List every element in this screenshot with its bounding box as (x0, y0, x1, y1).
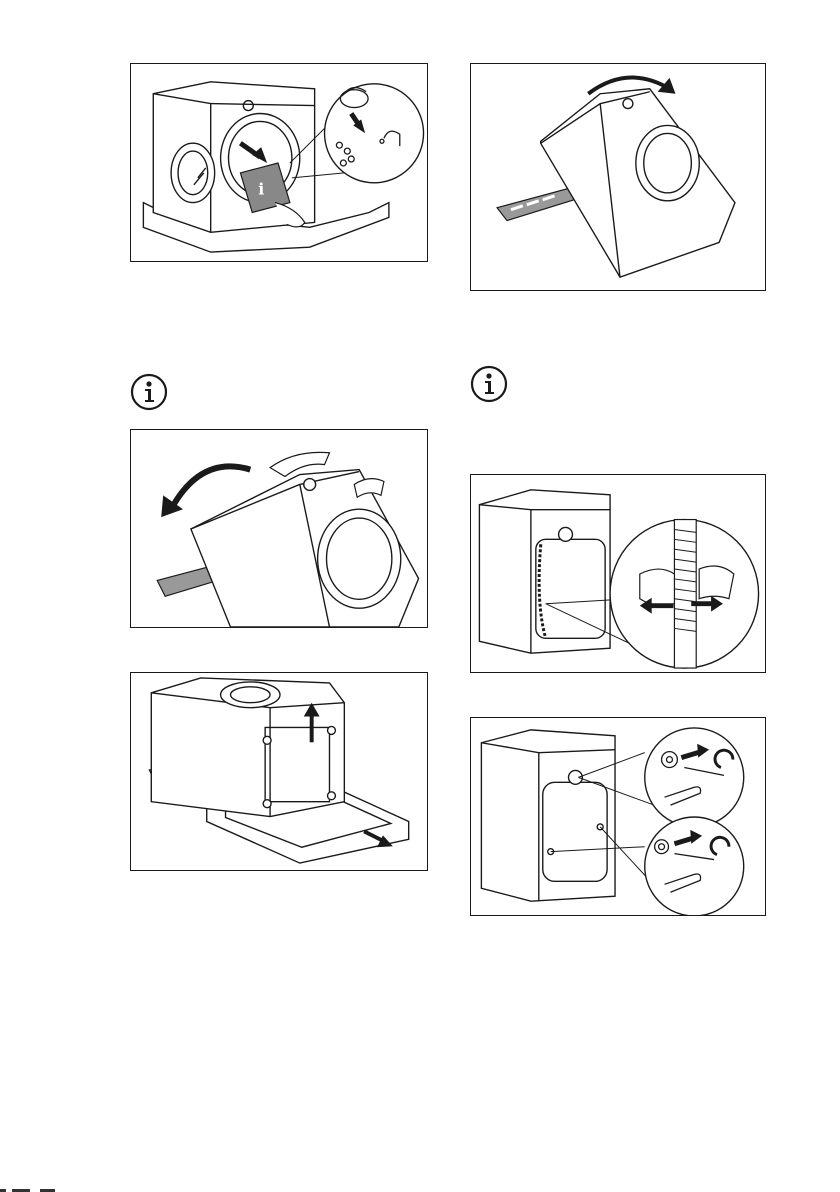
washing-machine-lifted-base (131, 673, 427, 870)
info-icon (130, 373, 168, 411)
illustration-hose-clamps (470, 474, 766, 673)
washing-machine-back-bolts (471, 718, 765, 915)
washing-machine-back-hose (471, 475, 765, 672)
illustration-remove-base (130, 672, 428, 871)
illustration-tilt-back (470, 63, 766, 291)
info-icon (470, 365, 508, 403)
washing-machine-front-open-door: i (131, 64, 427, 261)
washing-machine-tilting-with-hands (131, 430, 427, 627)
illustration-lay-on-side (130, 429, 428, 628)
illustration-transit-bolts (470, 717, 766, 916)
washing-machine-tilted (471, 64, 765, 290)
svg-text:i: i (258, 180, 264, 199)
illustration-remove-bag: i (130, 63, 428, 262)
